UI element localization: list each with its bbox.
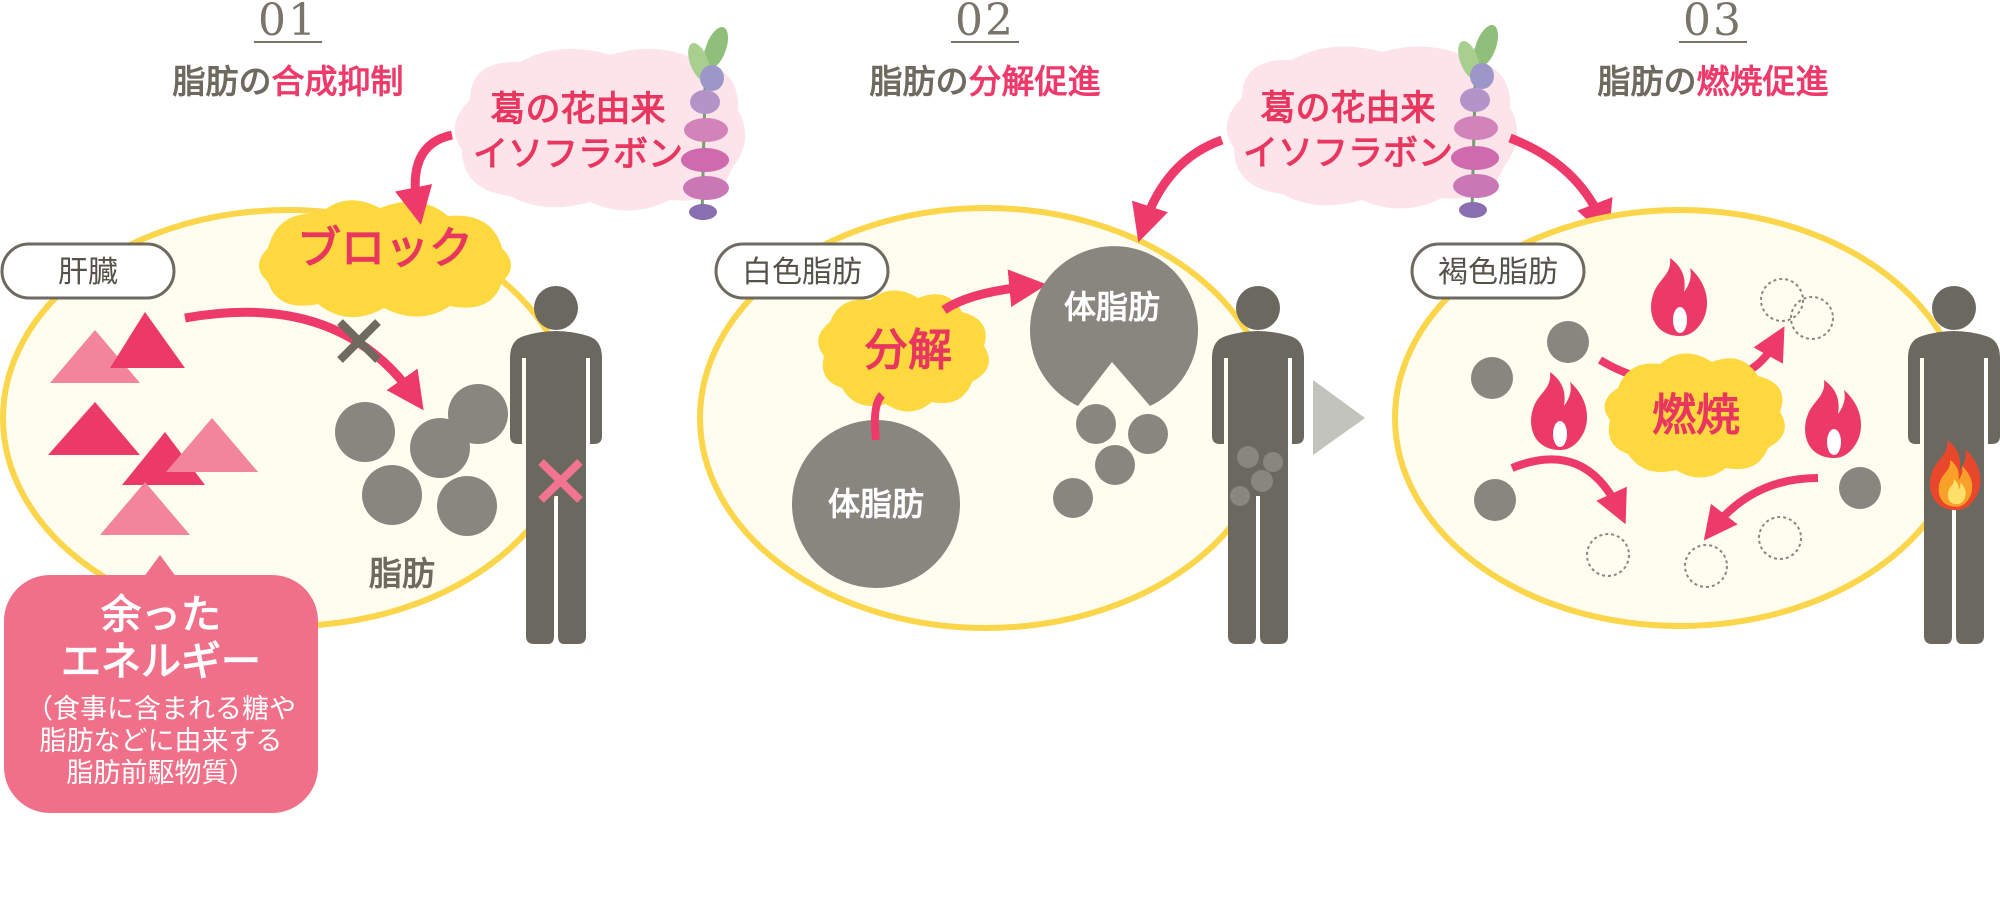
decompose-arrow [1132, 135, 1224, 243]
energy-line2: エネルギー [61, 639, 261, 685]
pink-x-icon [538, 459, 583, 503]
burned-fat-droplets [1586, 278, 1834, 588]
kudzu-flower-icon [1451, 25, 1499, 218]
block-x-icon [337, 319, 381, 363]
surplus-energy-box: 余った エネルギー （食事に含まれる糖や 脂肪などに由来する 脂肪前駆物質） [4, 555, 318, 813]
fat-droplets [1471, 321, 1881, 521]
step-03: 03 脂肪の燃焼促進 褐色脂肪 [1392, 0, 2000, 644]
kudzu-flower-icon [681, 27, 729, 220]
broken-fat-shape [1030, 246, 1199, 406]
large-fat-label: 体脂肪 [828, 485, 924, 523]
flame-inner [1553, 307, 1841, 455]
cloud-line2: イソフラボン [1243, 134, 1453, 174]
broken-fat-label: 体脂肪 [1064, 288, 1160, 326]
body-fat-spots [1230, 446, 1283, 506]
burn-arrow [1508, 133, 1613, 240]
decompose-burst: 分解 [818, 290, 989, 412]
next-step-arrow-icon [1313, 380, 1365, 455]
energy-line1: 余った [100, 592, 221, 638]
cloud-line2: イソフラボン [473, 135, 683, 175]
organ-tag: 白色脂肪 [714, 242, 890, 300]
organ-tag: 褐色脂肪 [1410, 242, 1586, 300]
step-02: 02 脂肪の分解促進 白色脂肪 体脂肪 分解 体脂肪 [697, 0, 1365, 644]
energy-note3: 脂肪前駆物質） [67, 758, 256, 789]
synthesis-arrow [184, 307, 424, 411]
cloud-line1: 葛の花由来 [490, 90, 665, 130]
isoflavone-cloud-1: 葛の花由来 イソフラボン [395, 27, 746, 225]
precursor-triangles [48, 312, 258, 535]
block-label: ブロック [297, 223, 473, 274]
step-number: 03 [1683, 0, 1743, 46]
energy-note1: （食事に含まれる糖や [26, 694, 296, 725]
cloud-line1: 葛の花由来 [1260, 89, 1435, 129]
organ-tag: 肝臓 [0, 242, 176, 300]
fat-droplets [335, 384, 508, 536]
decompose-label: 分解 [864, 325, 952, 376]
step-01: 01 脂肪の合成抑制 肝臓 [0, 0, 602, 813]
inhibit-arrow [395, 130, 454, 225]
step-title: 脂肪の燃焼促進 [1598, 62, 1829, 101]
organ-tag-label: 肝臓 [58, 255, 118, 290]
burn-burst: 燃焼 [1604, 353, 1785, 478]
step-title: 脂肪の合成抑制 [173, 62, 404, 101]
block-burst: ブロック [259, 200, 511, 318]
fat-label: 脂肪 [369, 554, 435, 593]
isoflavone-cloud-2: 葛の花由来 イソフラボン [1132, 25, 1613, 243]
released-fat-droplets [1053, 404, 1168, 518]
step-number: 01 [258, 0, 318, 46]
step-number: 02 [955, 0, 1015, 46]
large-fat-circle [792, 420, 960, 588]
organ-tag-label: 白色脂肪 [742, 255, 862, 290]
step-title: 脂肪の分解促進 [870, 62, 1101, 101]
burn-label: 燃焼 [1652, 390, 1740, 441]
organ-tag-label: 褐色脂肪 [1438, 255, 1558, 290]
energy-note2: 脂肪などに由来する [40, 726, 283, 757]
